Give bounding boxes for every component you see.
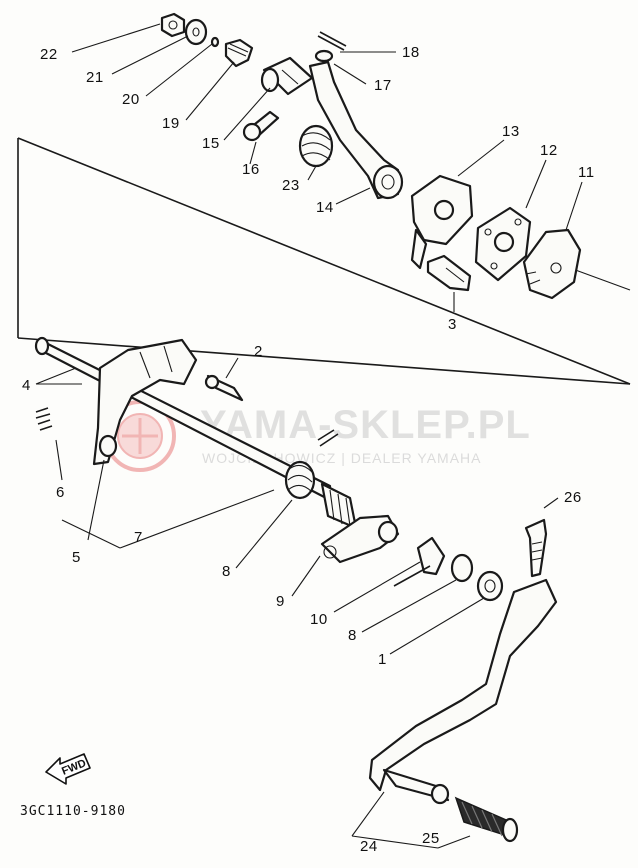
- callout-2: 2: [254, 343, 263, 360]
- part-bolt-3: [426, 254, 472, 292]
- leader-lines: [35, 23, 583, 849]
- callout-24: 24: [360, 838, 378, 855]
- part-pin: [242, 110, 280, 142]
- part-oil-seal: [476, 570, 504, 602]
- part-stopper-plate: [410, 174, 474, 270]
- part-shift-arm: [308, 60, 404, 200]
- part-nut: [160, 12, 186, 38]
- callout-16: 16: [242, 161, 260, 178]
- part-pedal-bolt: [524, 518, 548, 578]
- callout-10: 10: [310, 611, 328, 628]
- part-shift-pedal: [368, 578, 558, 805]
- part-return-spring: [393, 536, 446, 587]
- callout-1: 1: [378, 651, 387, 668]
- callout-4: 4: [22, 377, 31, 394]
- part-shaft-spring: [284, 429, 339, 500]
- part-ring: [210, 36, 220, 48]
- part-small-spring: [35, 407, 53, 431]
- callout-22: 22: [40, 46, 58, 63]
- part-lever: [320, 514, 400, 564]
- part-stud-bolt: [224, 38, 254, 68]
- callout-11: 11: [578, 164, 595, 181]
- watermark-title: YAMA-SKLEP.PL: [200, 403, 531, 447]
- callout-3: 3: [448, 316, 457, 333]
- callout-26: 26: [564, 489, 582, 506]
- callout-23: 23: [282, 177, 300, 194]
- callout-8: 8: [222, 563, 231, 580]
- diagram-code: 3GC1110-9180: [20, 804, 126, 819]
- callout-13: 13: [502, 123, 520, 140]
- part-sleeve: [260, 56, 314, 96]
- reference-frame: [17, 137, 631, 385]
- callout-20: 20: [122, 91, 140, 108]
- watermark: YAMA-SKLEP.PL WOJCIECHOWICZ | DEALER YAM…: [104, 400, 531, 472]
- callout-19: 19: [162, 115, 180, 132]
- part-dowel-pin: [204, 374, 244, 402]
- callout-14: 14: [316, 199, 334, 216]
- part-washer: [184, 18, 208, 46]
- callout-12: 12: [540, 142, 558, 159]
- part-segment: [522, 228, 582, 300]
- part-spring-top: [298, 124, 334, 168]
- callout-17: 17: [374, 77, 392, 94]
- callout-7: 7: [134, 529, 143, 546]
- callout-18: 18: [402, 44, 420, 61]
- callout-8-washer: 8: [348, 627, 357, 644]
- callout-numbers: 22 21 20 19 15 16 23 14 18 17 13 12 11 3…: [22, 44, 595, 855]
- part-shaft-spline: [320, 482, 358, 530]
- part-shift-fork: [92, 338, 198, 466]
- part-segment-plate: [474, 206, 532, 282]
- callout-6: 6: [56, 484, 65, 501]
- part-clip: [314, 49, 334, 63]
- part-washer-8: [450, 553, 474, 583]
- part-pedal-rubber: [454, 796, 519, 843]
- forward-arrow-icon: FWD: [45, 753, 91, 785]
- callout-21: 21: [86, 69, 104, 86]
- part-cotter-pin: [317, 31, 347, 51]
- callout-5: 5: [72, 549, 81, 566]
- callout-9: 9: [276, 593, 285, 610]
- callout-15: 15: [202, 135, 220, 152]
- callout-25: 25: [422, 830, 440, 847]
